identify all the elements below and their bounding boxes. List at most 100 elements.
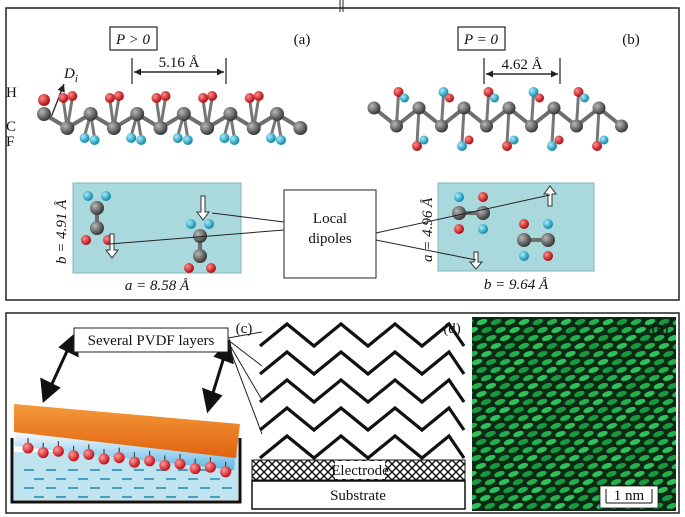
afm-molecule	[592, 398, 604, 406]
afm-molecule	[518, 390, 529, 398]
afm-molecule	[540, 502, 552, 510]
afm-molecule	[550, 374, 562, 382]
afm-molecule	[541, 406, 552, 414]
molecule-head	[204, 461, 216, 473]
afm-molecule	[472, 454, 482, 462]
afm-molecule	[472, 358, 483, 366]
cell-b-b-dim: b = 9.64 Å	[484, 277, 549, 293]
afm-molecule	[508, 470, 519, 478]
afm-molecule	[485, 334, 497, 342]
afm-molecule	[587, 438, 599, 446]
afm-molecule	[494, 446, 505, 454]
afm-molecule	[680, 430, 685, 438]
panel-label-b: (b)	[622, 32, 640, 48]
afm-molecule	[554, 454, 566, 462]
afm-molecule	[490, 342, 502, 350]
afm-molecule	[484, 454, 496, 462]
pvdf-leaders	[227, 331, 263, 435]
afm-molecule	[359, 358, 371, 366]
afm-molecule	[573, 462, 585, 470]
afm-molecule	[493, 494, 505, 502]
carbon-atom	[90, 221, 104, 235]
afm-molecule	[494, 374, 506, 382]
afm-molecule	[336, 366, 348, 374]
afm-molecule	[545, 414, 557, 422]
afm-molecule	[476, 318, 488, 326]
afm-molecule	[368, 374, 380, 382]
molecule-chain-b	[367, 87, 628, 151]
afm-molecule	[610, 454, 622, 462]
afm-molecule	[672, 342, 676, 350]
afm-molecule	[527, 406, 538, 414]
afm-molecule	[639, 334, 651, 342]
afm-molecule	[457, 382, 469, 390]
afm-molecule	[414, 430, 426, 438]
hydrogen-atom	[207, 91, 218, 101]
afm-molecule	[475, 438, 487, 446]
afm-molecule	[560, 390, 571, 398]
afm-molecule	[472, 446, 477, 454]
hydrogen-atom	[519, 219, 529, 229]
afm-molecule	[625, 430, 636, 438]
fluorine-atom	[79, 133, 90, 143]
afm-molecule	[662, 446, 673, 454]
afm-molecule	[592, 446, 603, 454]
afm-molecule	[499, 334, 511, 342]
carbon-atom	[246, 121, 261, 135]
afm-molecule	[350, 318, 362, 326]
afm-molecule	[676, 446, 685, 454]
afm-molecule	[630, 390, 641, 398]
carbon-atom	[83, 107, 98, 121]
afm-molecule	[526, 502, 538, 510]
afm-molecule	[653, 406, 664, 414]
afm-molecule	[499, 382, 511, 390]
afm-molecule	[653, 334, 665, 342]
afm-molecule	[602, 318, 614, 326]
afm-molecule	[518, 318, 530, 326]
afm-molecule	[485, 430, 496, 438]
afm-molecule	[532, 366, 543, 374]
afm-molecule	[545, 438, 557, 446]
hydrogen-atom	[543, 251, 553, 261]
afm-molecule	[420, 318, 432, 326]
afm-molecule	[540, 454, 552, 462]
afm-molecule	[597, 358, 609, 366]
afm-molecule	[616, 366, 627, 374]
afm-molecule	[588, 366, 599, 374]
afm-molecule	[527, 358, 539, 366]
afm-molecule	[499, 406, 510, 414]
afm-molecule	[568, 502, 580, 510]
afm-molecule	[400, 430, 412, 438]
afm-molecule	[495, 350, 506, 358]
afm-molecule	[364, 318, 376, 326]
afm-molecule	[630, 342, 642, 350]
carbon-atom	[592, 101, 606, 115]
afm-molecule	[643, 462, 655, 470]
afm-molecule	[602, 342, 614, 350]
afm-molecule	[359, 406, 371, 414]
molecule-head	[113, 452, 125, 464]
afm-molecule	[550, 470, 561, 478]
hydrogen-atom	[253, 91, 264, 101]
afm-molecule	[597, 430, 608, 438]
afm-molecule	[565, 326, 576, 334]
panel-label-a: (a)	[294, 32, 311, 48]
afm-molecule	[611, 406, 622, 414]
carbon-atom	[367, 101, 381, 115]
afm-molecule	[559, 486, 570, 494]
afm-molecule	[620, 374, 632, 382]
spacing-bracket-a	[131, 58, 227, 84]
afm-molecule	[564, 374, 576, 382]
panel-label-e: (e)	[652, 321, 669, 337]
afm-molecule	[662, 374, 674, 382]
afm-molecule	[582, 478, 594, 486]
carbon-atom	[193, 229, 207, 243]
afm-molecule	[644, 366, 655, 374]
afm-molecule	[546, 390, 557, 398]
afm-molecule	[587, 486, 598, 494]
afm-molecule	[550, 422, 562, 430]
afm-molecule	[369, 326, 381, 334]
afm-molecule	[658, 318, 670, 326]
afm-molecule	[480, 422, 492, 430]
dipole-arrow-icon	[105, 233, 119, 259]
